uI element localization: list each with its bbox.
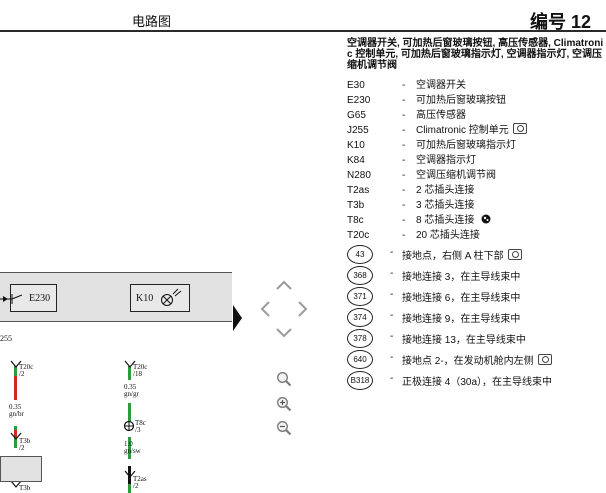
header-divider xyxy=(0,30,606,32)
diagram-number: 编号 12 xyxy=(530,12,592,32)
k10-component[interactable] xyxy=(130,284,190,312)
connector-plug-icon xyxy=(123,420,135,432)
wire-label-t3b-2: T3b/2 xyxy=(19,437,31,452)
control-unit-band xyxy=(0,272,232,322)
connector-icon[interactable] xyxy=(481,214,491,224)
zoom-out-icon[interactable] xyxy=(276,420,292,436)
lamp-icon xyxy=(161,288,182,306)
legend-title: 空调器开关, 可加热后窗玻璃按钮, 高压传感器, Climatronic 控制单… xyxy=(347,38,604,71)
camera-icon[interactable] xyxy=(507,249,522,260)
wire-label-t2as-2: T2as/2 xyxy=(133,475,147,490)
wire-black-1 xyxy=(128,466,131,493)
down-arrow-icon[interactable] xyxy=(275,327,293,339)
k10-label: K10 xyxy=(136,293,154,304)
wire-label-t8c-3: T8c/3 xyxy=(135,419,146,434)
wire-label-t20c-18: T20c/18 xyxy=(133,363,148,378)
camera-icon[interactable] xyxy=(537,354,552,365)
wire-green-3 xyxy=(128,366,131,380)
wire-red-1 xyxy=(14,366,17,400)
zoom-in-icon[interactable] xyxy=(276,396,292,412)
pin-marker-icon xyxy=(124,470,136,478)
pin-marker-icon xyxy=(10,360,22,368)
wire-green-4 xyxy=(128,403,131,421)
wire-green-5 xyxy=(128,437,131,459)
t3b-block xyxy=(0,456,42,482)
camera-icon[interactable] xyxy=(512,123,527,134)
wire-label-t3b: T3b xyxy=(19,484,31,492)
pin-marker-icon xyxy=(124,360,136,368)
pin-marker-icon xyxy=(10,480,22,488)
pin-marker-icon xyxy=(10,432,22,440)
wire-label-t20c-2: T20c/2 xyxy=(19,363,34,378)
switch-symbol-icon xyxy=(0,294,23,304)
page-header-title: 电路图 xyxy=(132,14,172,29)
wire-red-2 xyxy=(14,430,17,438)
right-arrow-icon[interactable] xyxy=(297,300,309,318)
j255-partial-label: 255 xyxy=(0,334,12,343)
e230-component[interactable] xyxy=(10,284,57,312)
play-triangle-icon[interactable] xyxy=(233,305,242,331)
wire-green-6 xyxy=(128,484,131,493)
left-arrow-icon[interactable] xyxy=(259,300,271,318)
e230-label: E230 xyxy=(29,293,51,304)
up-arrow-icon[interactable] xyxy=(275,279,293,291)
zoom-fit-icon[interactable] xyxy=(276,371,292,387)
wire-green-1 xyxy=(14,366,17,376)
